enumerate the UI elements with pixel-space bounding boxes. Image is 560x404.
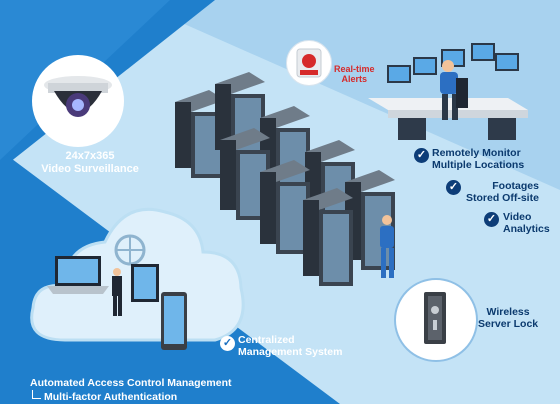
operator-icon [440, 60, 468, 120]
check-icon: ✓ [446, 180, 461, 195]
tree-connector [32, 390, 41, 399]
remote-monitor-label: Remotely Monitor Multiple Locations [432, 147, 525, 172]
check-icon: ✓ [220, 336, 235, 351]
operator-desk [368, 43, 528, 140]
alarm-icon [296, 48, 322, 78]
alarm-badge [286, 40, 332, 86]
footages-label: Footages Stored Off-site [466, 180, 539, 205]
wireless-lock-label: Wireless Server Lock [478, 306, 539, 331]
laptop-icon [47, 256, 109, 294]
lock-badge [394, 278, 478, 362]
phone-icon [161, 292, 187, 350]
cloud-icon [30, 207, 245, 350]
engineer-icon [380, 215, 394, 278]
video-surveillance-label: 24x7x365 Video Surveillance [41, 150, 139, 175]
realtime-alerts-label: Real-time Alerts [334, 64, 375, 85]
centralized-label: Centralized Management System [238, 334, 343, 359]
camera-badge [32, 55, 124, 147]
camera-icon [44, 76, 112, 117]
server-racks [175, 72, 395, 286]
check-icon: ✓ [414, 148, 429, 163]
person-icon [112, 268, 122, 316]
tablet-icon [131, 264, 159, 302]
video-analytics-label: Video Analytics [503, 211, 550, 236]
monitors [387, 43, 519, 83]
multi-factor-label: Multi-factor Authentication [44, 391, 178, 403]
lock-icon [424, 292, 446, 344]
access-control-label: Automated Access Control Management [30, 377, 232, 389]
globe-icon [114, 234, 146, 266]
check-icon: ✓ [484, 212, 499, 227]
